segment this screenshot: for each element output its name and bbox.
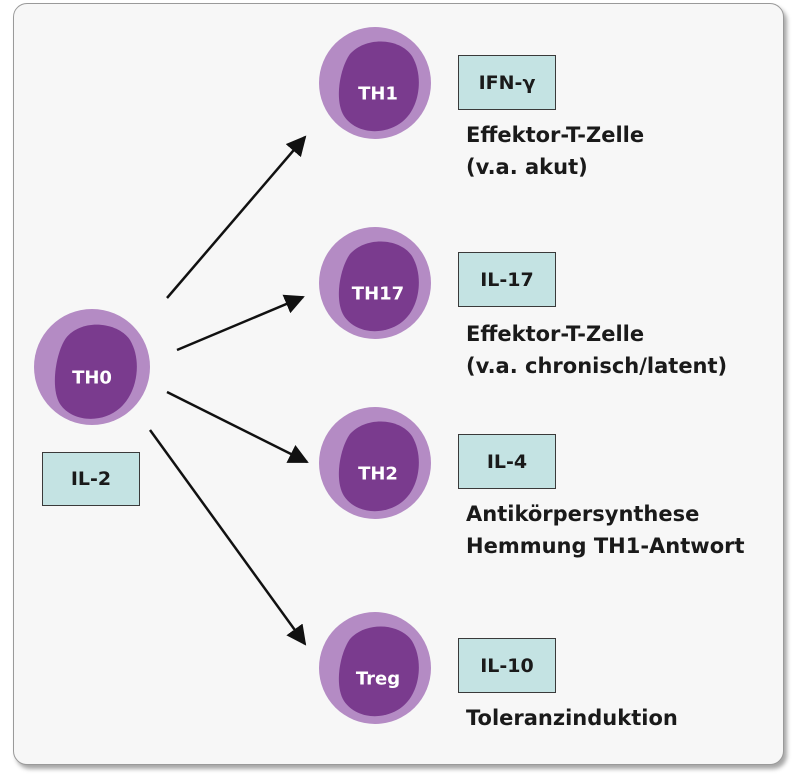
description-th17-line-1: Effektor-T-Zelle bbox=[466, 322, 645, 346]
description-treg: Toleranzinduktion bbox=[466, 702, 678, 734]
cytokine-box-il4: IL-4 bbox=[458, 434, 556, 489]
arrow-th0-to-th1 bbox=[166, 135, 307, 299]
cell-label-th1: TH1 bbox=[358, 84, 398, 105]
description-th1: Effektor-T-Zelle (v.a. akut) bbox=[466, 119, 644, 183]
description-th17: Effektor-T-Zelle (v.a. chronisch/latent) bbox=[466, 318, 727, 382]
arrow-th0-to-th2 bbox=[166, 390, 309, 464]
cytokine-box-il10: IL-10 bbox=[458, 638, 556, 693]
cell-th1: TH1 bbox=[319, 27, 431, 139]
cytokine-label-il17: IL-17 bbox=[480, 268, 534, 291]
cytokine-box-il2: IL-2 bbox=[42, 452, 140, 506]
cytokine-box-ifn-gamma: IFN-γ bbox=[458, 55, 556, 110]
arrow-th0-to-th17 bbox=[176, 294, 305, 352]
cell-treg: Treg bbox=[319, 612, 431, 724]
cell-th2: TH2 bbox=[319, 407, 431, 519]
cell-label-th17: TH17 bbox=[352, 284, 404, 305]
cell-label-treg: Treg bbox=[356, 669, 400, 690]
cytokine-label-ifn-gamma: IFN-γ bbox=[478, 71, 536, 94]
description-th1-line-1: Effektor-T-Zelle bbox=[466, 123, 645, 147]
cell-th17: TH17 bbox=[319, 227, 431, 339]
description-th2-line-2: Hemmung TH1-Antwort bbox=[466, 534, 745, 558]
cytokine-label-il4: IL-4 bbox=[486, 450, 528, 473]
cytokine-label-il2: IL-2 bbox=[70, 468, 112, 490]
description-th1-line-2: (v.a. akut) bbox=[466, 155, 588, 179]
description-th17-line-2: (v.a. chronisch/latent) bbox=[466, 354, 728, 378]
cell-th0: TH0 bbox=[34, 309, 150, 425]
cell-label-th2: TH2 bbox=[358, 464, 398, 485]
cytokine-box-il17: IL-17 bbox=[458, 252, 556, 307]
cytokine-label-il10: IL-10 bbox=[480, 654, 534, 677]
description-th2: Antikörpersynthese Hemmung TH1-Antwort bbox=[466, 498, 745, 562]
description-treg-line-1: Toleranzinduktion bbox=[466, 706, 678, 730]
description-th2-line-1: Antikörpersynthese bbox=[466, 502, 700, 526]
arrow-th0-to-treg bbox=[148, 429, 307, 646]
cell-label-th0: TH0 bbox=[72, 368, 112, 389]
